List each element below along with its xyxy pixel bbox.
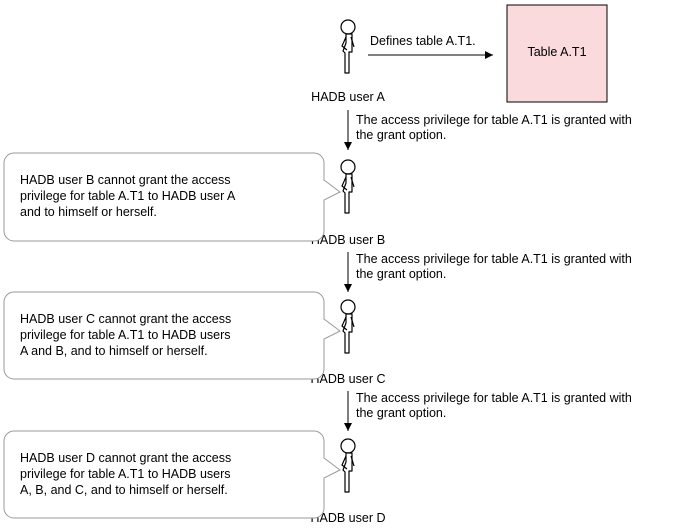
callout-c-line1: HADB user C cannot grant the access bbox=[20, 312, 231, 326]
grant-3-line2: the grant option. bbox=[356, 406, 446, 420]
grant-1-line1: The access privilege for table A.T1 is g… bbox=[356, 113, 632, 127]
callout-c-line3: A and B, and to himself or herself. bbox=[20, 344, 208, 358]
table-box bbox=[506, 4, 608, 103]
user-a-label: HADB user A bbox=[311, 90, 385, 104]
grant-2-line1: The access privilege for table A.T1 is g… bbox=[356, 252, 632, 266]
callout-c-line2: privilege for table A.T1 to HADB users bbox=[20, 328, 231, 342]
callout-b-line2: privilege for table A.T1 to HADB user A bbox=[20, 189, 236, 203]
grant-1-line2: the grant option. bbox=[356, 128, 446, 142]
callout-c-bubble bbox=[3, 291, 341, 380]
callout-d-line3: A, B, and C, and to himself or herself. bbox=[20, 483, 228, 497]
callout-b-line1: HADB user B cannot grant the access bbox=[20, 173, 231, 187]
table-label: Table A.T1 bbox=[527, 45, 586, 59]
user-c-person-icon bbox=[340, 299, 356, 354]
callout-b-bubble bbox=[3, 152, 341, 242]
grant-3-line1: The access privilege for table A.T1 is g… bbox=[356, 391, 632, 405]
callout-d-line1: HADB user D cannot grant the access bbox=[20, 451, 231, 465]
user-c-label: HADB user C bbox=[310, 372, 385, 386]
callout-b-line3: and to himself or herself. bbox=[20, 205, 157, 219]
user-b-person-icon bbox=[340, 159, 356, 214]
user-b-label: HADB user B bbox=[311, 233, 385, 247]
user-a-person-icon bbox=[340, 19, 356, 74]
callout-d-line2: privilege for table A.T1 to HADB users bbox=[20, 467, 231, 481]
callout-d-bubble bbox=[3, 430, 341, 519]
grant-2-line2: the grant option. bbox=[356, 267, 446, 281]
defines-label: Defines table A.T1. bbox=[370, 34, 476, 48]
user-d-label: HADB user D bbox=[310, 511, 385, 525]
user-d-person-icon bbox=[340, 438, 356, 493]
